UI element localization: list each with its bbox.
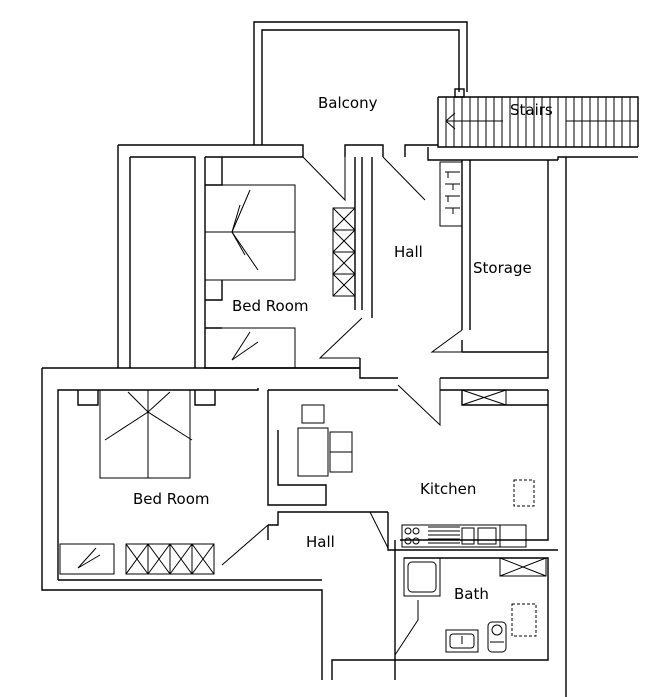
room-label-stairs: Stairs (510, 101, 553, 119)
room-label-hall-lower: Hall (306, 533, 335, 551)
kitchen-counter (401, 389, 535, 548)
nightstand-lower (59, 543, 115, 575)
bed-upper (204, 184, 296, 281)
wardrobe-upper (332, 207, 356, 297)
room-label-bedroom-lower: Bed Room (133, 490, 210, 508)
door-swings-lower (221, 511, 419, 656)
wardrobe-lower (125, 543, 215, 575)
nightstand-upper (204, 327, 296, 369)
room-label-bedroom-upper: Bed Room (232, 297, 309, 315)
room-label-balcony: Balcony (318, 94, 378, 112)
room-label-storage: Storage (473, 259, 532, 277)
door-swings-upper (302, 156, 463, 427)
room-label-bath: Bath (454, 585, 489, 603)
lower-walls (41, 367, 558, 680)
room-label-hall-upper: Hall (394, 243, 423, 261)
balcony-walls (253, 21, 468, 145)
room-label-kitchen: Kitchen (420, 480, 476, 498)
bath-fixtures (403, 557, 547, 653)
stairs (437, 96, 639, 148)
bed-lower (99, 389, 193, 479)
dining-table (297, 404, 353, 477)
coat-rack (439, 161, 463, 227)
upper-walls (117, 144, 638, 697)
